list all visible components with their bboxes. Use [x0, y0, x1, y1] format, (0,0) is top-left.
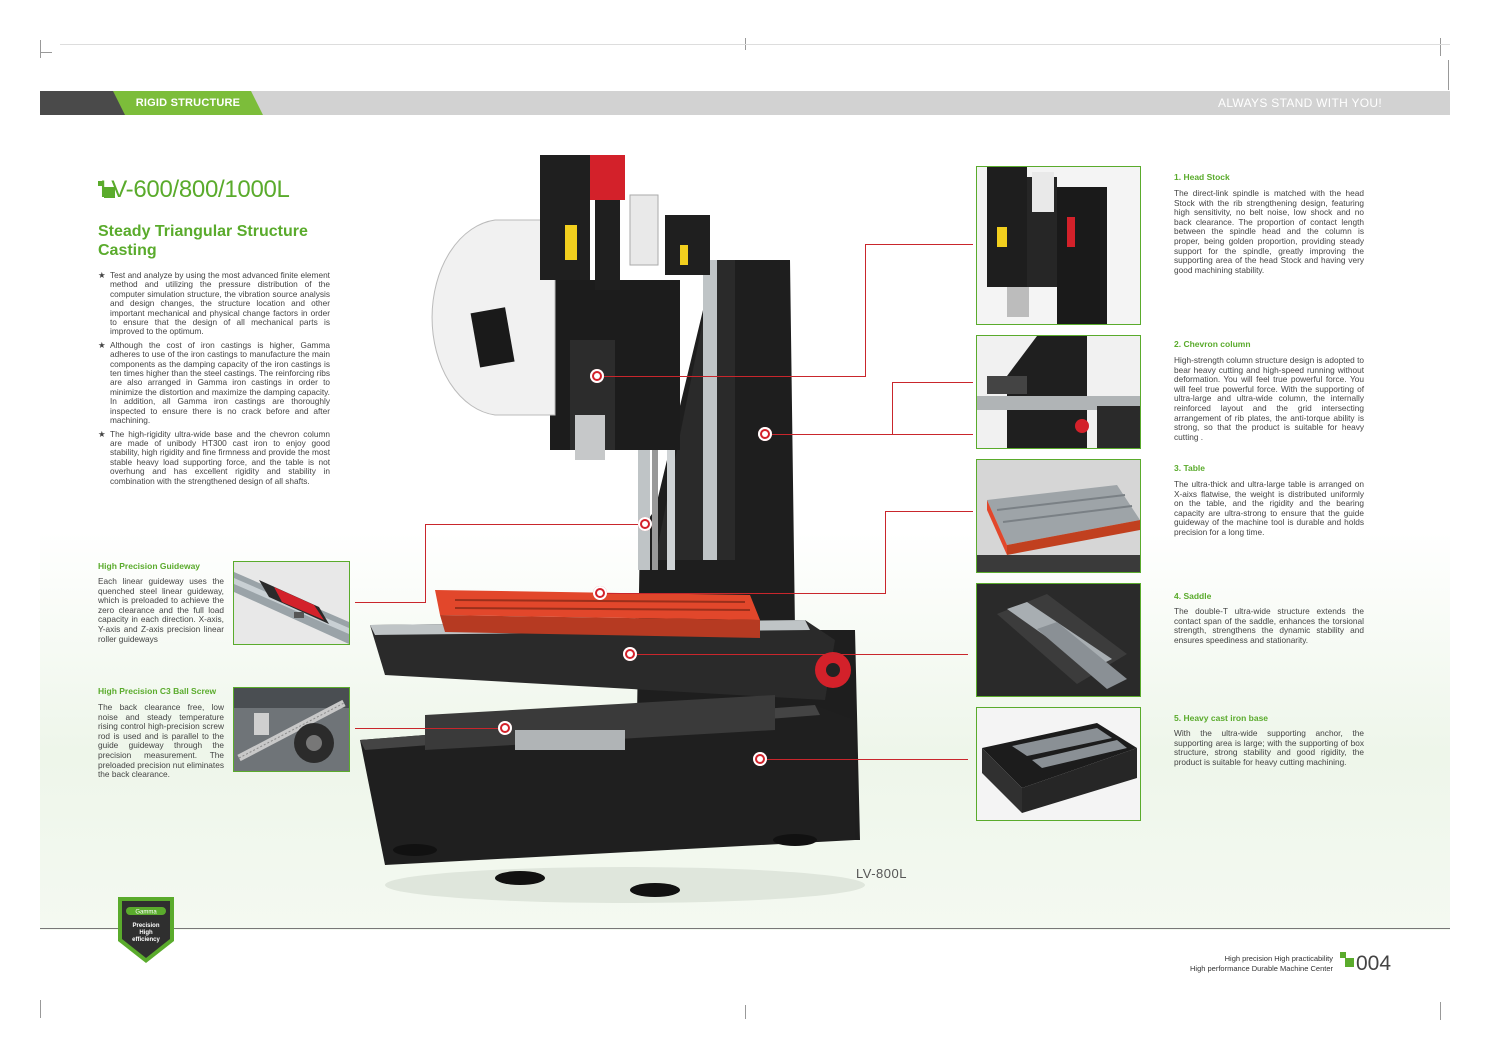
callout-line	[892, 382, 973, 383]
bullet-text: Test and analyze by using the most advan…	[110, 270, 330, 337]
footer-line-2: High performance Durable Machine Center	[1190, 963, 1333, 973]
model-caption: LV-800L	[856, 866, 907, 881]
saddle-marker[interactable]	[623, 647, 637, 661]
ballscrew-image	[233, 687, 350, 772]
saddle-image	[976, 583, 1141, 697]
callout-line	[760, 759, 968, 760]
feature-text-base: With the ultra-wide supporting anchor, t…	[1174, 728, 1364, 767]
bullet-text: The high-rigidity ultra-wide base and th…	[110, 428, 330, 486]
section-label: RIGID STRUCTURE	[135, 97, 241, 109]
title-square-icon	[98, 181, 103, 186]
star-icon: ★	[98, 270, 106, 280]
headstock-image	[976, 166, 1141, 325]
callout-line	[765, 434, 973, 435]
crop-mark	[745, 1005, 746, 1019]
shield-icon: Gamma Precision High efficiency	[118, 897, 174, 963]
bullet-text: Although the cost of iron castings is hi…	[110, 339, 330, 426]
base-illustration	[977, 708, 1140, 820]
model-title: LV-600/800/1000L	[100, 176, 290, 203]
header-dark-tab	[40, 91, 126, 115]
machine-illustration	[360, 155, 865, 903]
badge-line-2: High	[139, 930, 153, 936]
base-image	[976, 707, 1141, 821]
callout-line	[425, 524, 645, 525]
ballscrew-marker[interactable]	[498, 721, 512, 735]
column-illustration	[977, 336, 1140, 448]
header-bar	[40, 91, 1450, 115]
callout-line	[892, 382, 893, 435]
intro-heading: Steady Triangular Structure Casting	[98, 223, 308, 259]
badge-line-3: efficiency	[132, 937, 160, 943]
feature-text-saddle: The double-T ultra-wide structure extend…	[1174, 606, 1364, 645]
headstock-marker[interactable]	[590, 369, 604, 383]
feature-text-headstock: The direct-link spindle is matched with …	[1174, 188, 1364, 275]
table-illustration	[977, 460, 1140, 572]
header-green-tab	[113, 91, 263, 115]
header-slogan: ALWAYS STAND WITH YOU!	[1218, 96, 1382, 110]
feature-title-column: 2. Chevron column	[1174, 339, 1251, 349]
star-icon: ★	[98, 428, 106, 439]
saddle-illustration	[977, 584, 1140, 696]
guideway-title: High Precision Guideway	[98, 561, 201, 571]
page-number: 004	[1356, 952, 1392, 975]
callout-line	[355, 602, 425, 603]
crop-mark	[40, 40, 41, 58]
guideway-image	[233, 561, 350, 645]
callout-line	[425, 524, 426, 603]
table-image	[976, 459, 1141, 573]
intro-bullets: ★ Test and analyze by using the most adva…	[98, 270, 330, 490]
intro-bullet: ★ Test and analyze by using the most adva…	[98, 270, 330, 337]
feature-title-headstock: 1. Head Stock	[1174, 172, 1230, 182]
feature-text-table: The ultra-thick and ultra-large table is…	[1174, 479, 1364, 537]
callout-line	[630, 654, 968, 655]
crop-mark	[1440, 1002, 1441, 1020]
footer-square-icon	[1340, 952, 1346, 958]
callout-line	[355, 728, 505, 729]
callout-line	[865, 244, 973, 245]
ballscrew-illustration	[234, 688, 349, 771]
feature-title-saddle: 4. Saddle	[1174, 591, 1212, 601]
feature-title-table: 3. Table	[1174, 463, 1206, 473]
intro-bullet: ★ The high-rigidity ultra-wide base and t…	[98, 428, 330, 486]
column-marker[interactable]	[758, 427, 772, 441]
headstock-illustration	[977, 167, 1140, 324]
crop-mark	[1440, 38, 1441, 56]
feature-text-column: High-strength column structure design is…	[1174, 355, 1365, 442]
title-square-icon	[104, 187, 115, 198]
guideway-illustration	[234, 562, 349, 644]
intro-bullet: ★ Although the cost of iron castings is h…	[98, 339, 330, 426]
footer-line-1: High precision High practicability	[1224, 954, 1333, 963]
callout-line	[865, 244, 866, 377]
callout-line	[885, 511, 973, 512]
column-image	[976, 335, 1141, 449]
callout-line	[885, 511, 886, 594]
guideway-text: Each linear guideway uses the quenched s…	[98, 576, 224, 644]
badge-brand: Gamma	[135, 910, 157, 916]
crop-mark	[60, 44, 1450, 45]
ballscrew-title: High Precision C3 Ball Screw	[98, 686, 217, 696]
footer-divider	[40, 928, 1450, 929]
footer-square-icon	[1345, 958, 1354, 967]
gamma-badge: Gamma Precision High efficiency	[116, 893, 176, 965]
table-marker[interactable]	[593, 586, 607, 600]
star-icon: ★	[98, 339, 106, 350]
badge-line-1: Precision	[132, 923, 159, 929]
base-marker[interactable]	[753, 752, 767, 766]
footer-tagline: High precision High practicability High …	[1190, 954, 1333, 973]
crop-mark	[40, 52, 52, 53]
feature-title-base: 5. Heavy cast iron base	[1174, 713, 1269, 723]
crop-mark	[1448, 60, 1449, 90]
guideway-marker[interactable]	[638, 517, 652, 531]
callout-line	[597, 376, 865, 377]
callout-line	[600, 593, 885, 594]
ballscrew-text: The back clearance free, low noise and s…	[98, 702, 224, 780]
crop-mark	[40, 1000, 41, 1018]
